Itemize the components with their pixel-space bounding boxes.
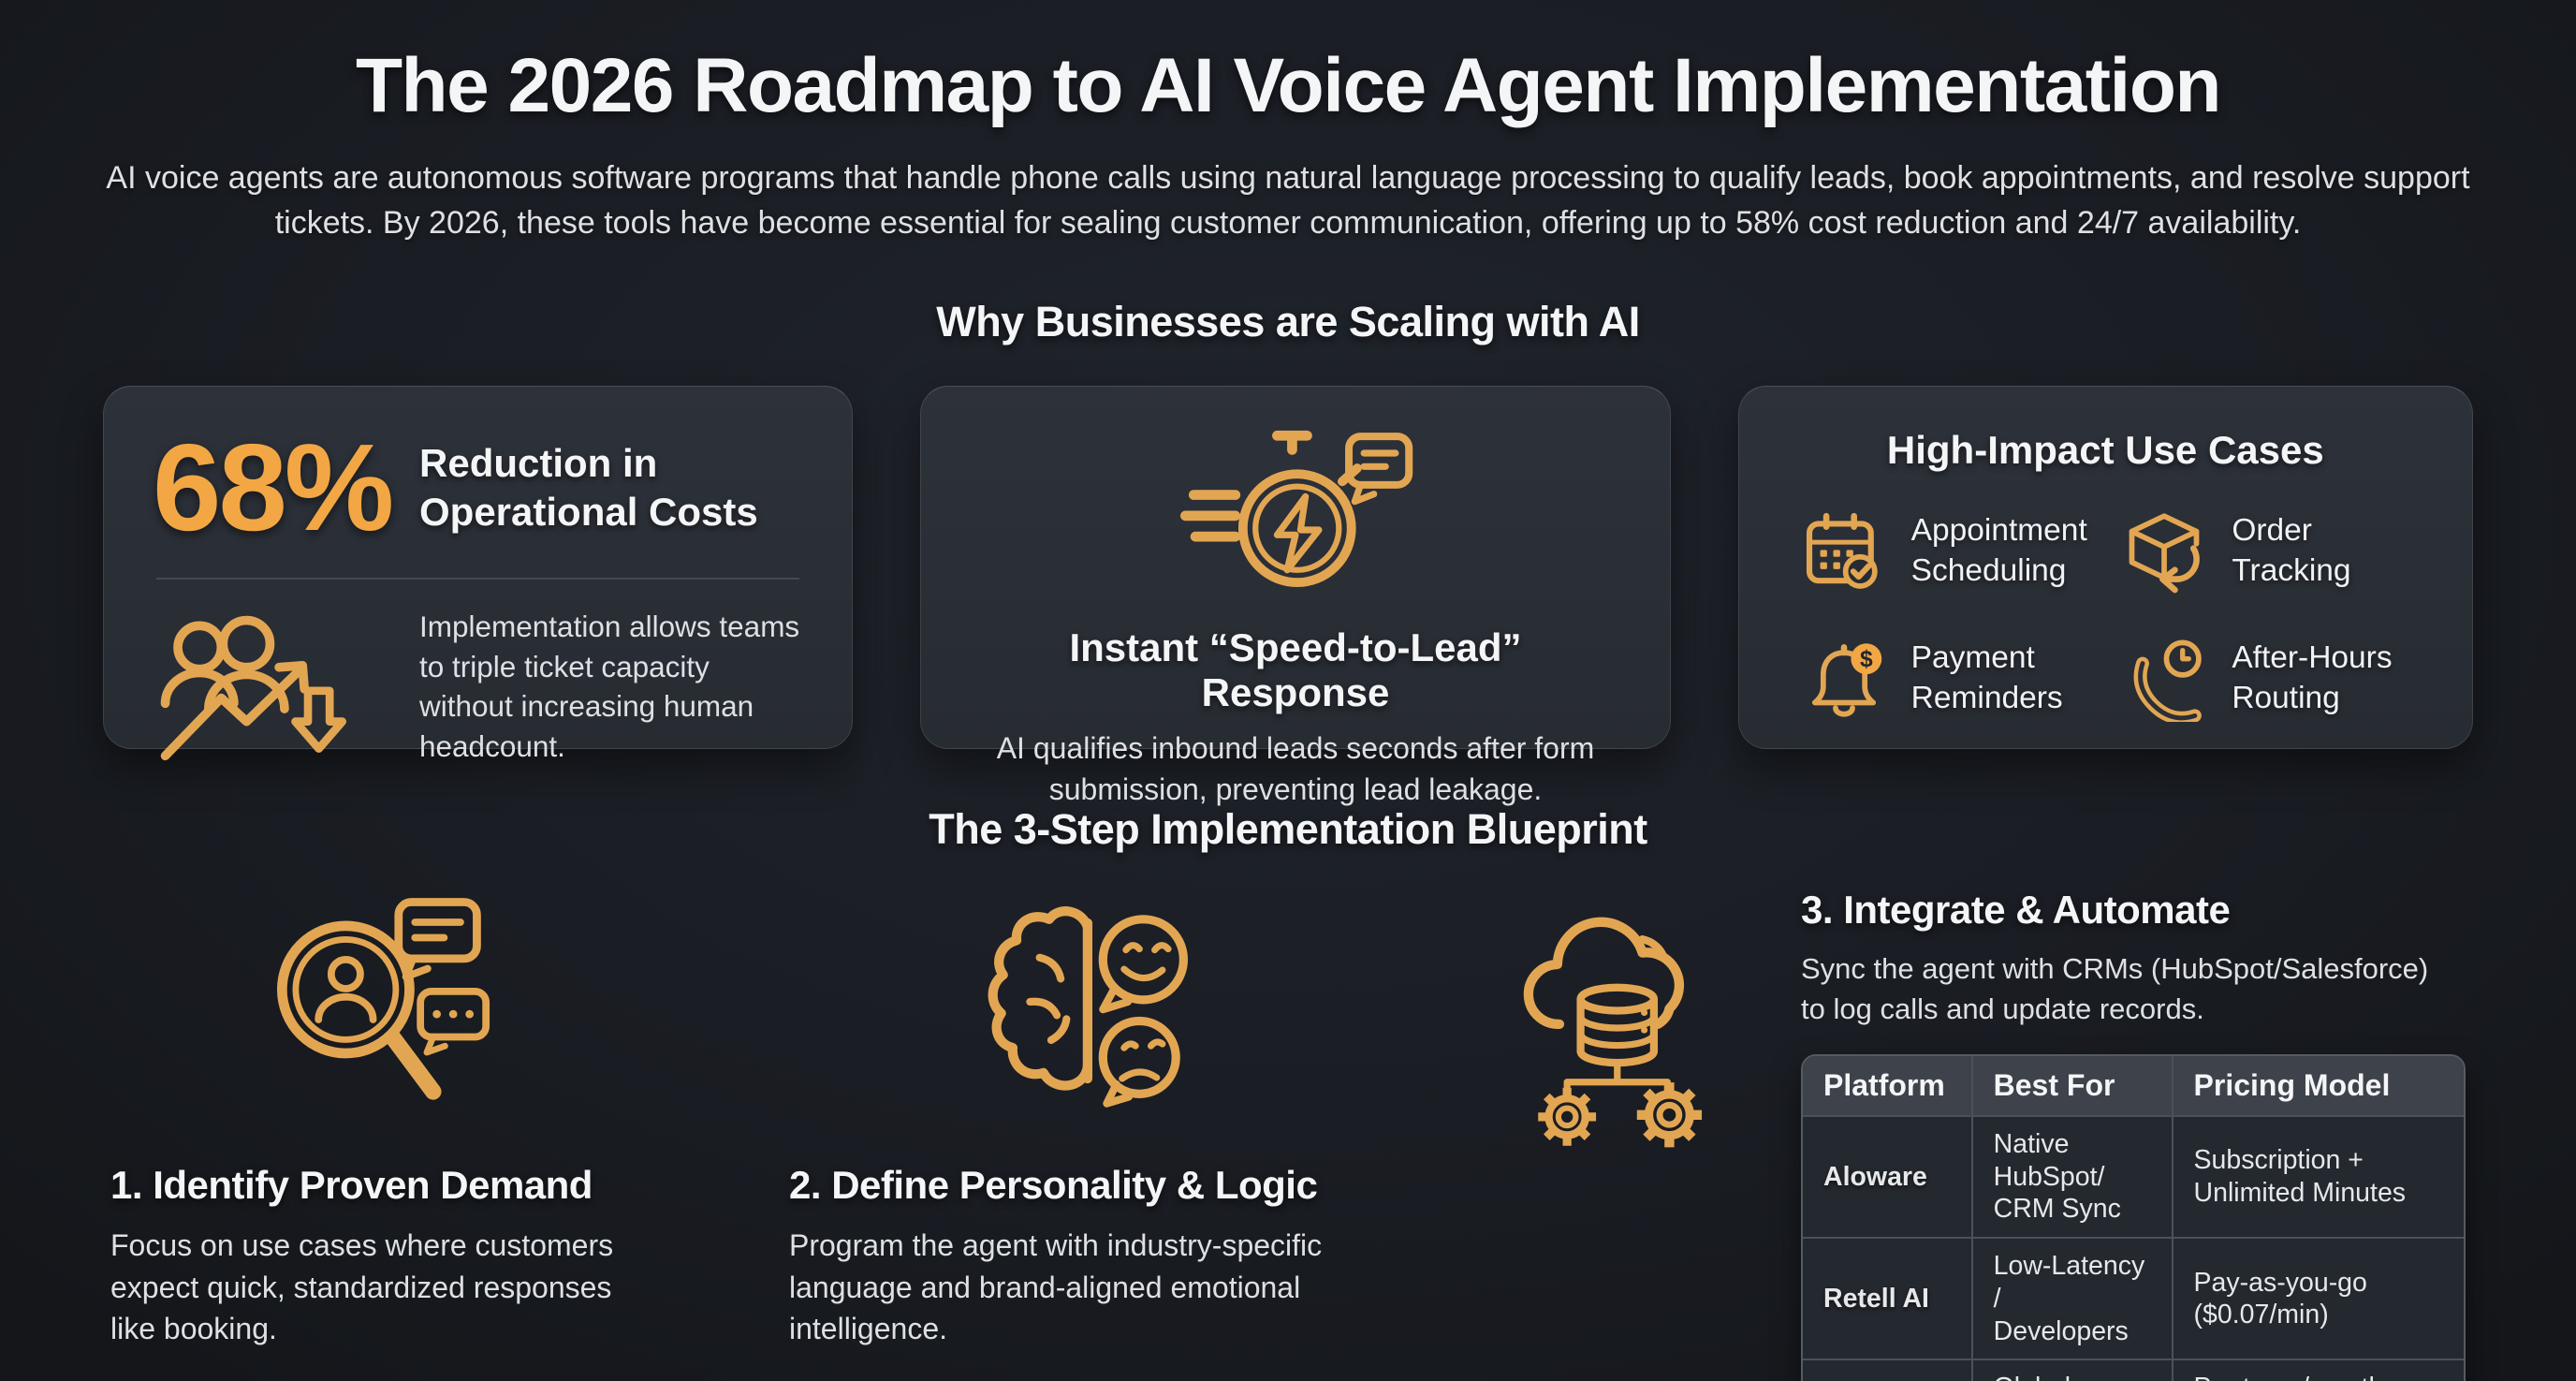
best-for-cell: Global Infrastructure xyxy=(1971,1359,2174,1381)
use-case-after-hours: After-Hours Routing xyxy=(2121,636,2410,723)
use-cases-grid: Appointment Scheduling Order Tracking xyxy=(1780,508,2431,723)
cloud-integration-icon xyxy=(1490,903,1760,1153)
card-divider xyxy=(156,578,800,580)
table-row: Retell AI Low-Latency / Developers Pay-a… xyxy=(1803,1237,2464,1360)
step-description: Sync the agent with CRMs (HubSpot/Salesf… xyxy=(1801,952,2429,1026)
step-identify-demand: 1. Identify Proven Demand Focus on use c… xyxy=(110,888,639,1348)
cost-card-title: Reduction in Operational Costs xyxy=(419,441,758,535)
column-header-platform: Platform xyxy=(1803,1055,1973,1116)
column-header-best-for: Best For xyxy=(1971,1055,2174,1116)
brain-emotions-icon xyxy=(789,888,1393,1120)
page-subtitle: AI voice agents are autonomous software … xyxy=(106,159,2470,242)
table-row: Aloware Native HubSpot/ CRM Sync Subscri… xyxy=(1803,1114,2464,1239)
use-case-label: After-Hours Routing xyxy=(2232,640,2393,716)
section-heading-blueprint: The 3-Step Implementation Blueprint xyxy=(929,805,1647,854)
table-header-row: Platform Best For Pricing Model xyxy=(1803,1055,2464,1116)
section-heading-scaling: Why Businesses are Scaling with AI xyxy=(936,298,1640,346)
pricing-cell: Per team/month ($350+) xyxy=(2172,1359,2464,1381)
cost-stat-row: 68% Reduction in Operational Costs xyxy=(153,426,803,550)
use-case-label: Appointment Scheduling xyxy=(1910,513,2087,589)
cost-detail-row: Implementation allows teams to triple ti… xyxy=(153,604,803,769)
card-cost-reduction: 68% Reduction in Operational Costs xyxy=(103,386,854,763)
platform-name: Retell AI xyxy=(1803,1237,1973,1360)
platform-name: CloudTalk xyxy=(1803,1359,1973,1381)
step-description: Focus on use cases where customers expec… xyxy=(110,1228,614,1345)
best-for-cell: Native HubSpot/ CRM Sync xyxy=(1971,1114,2174,1239)
step-title: 3. Integrate & Automate xyxy=(1801,888,2231,933)
team-growth-icon xyxy=(153,604,419,769)
search-user-icon xyxy=(110,888,639,1120)
column-header-pricing: Pricing Model xyxy=(2172,1055,2464,1116)
platform-name: Aloware xyxy=(1803,1114,1973,1239)
use-case-label: Order Tracking xyxy=(2232,513,2351,589)
speed-card-title: Instant “Speed-to-Lead” Response xyxy=(1069,625,1522,715)
step-integrate-automate: 3. Integrate & Automate Sync the agent w… xyxy=(1490,888,2466,1381)
use-case-payment: $ Payment Reminders xyxy=(1801,636,2090,722)
svg-text:$: $ xyxy=(1860,647,1873,672)
page-title: The 2026 Roadmap to AI Voice Agent Imple… xyxy=(355,43,2222,128)
header: The 2026 Roadmap to AI Voice Agent Imple… xyxy=(0,0,2576,245)
use-cases-title: High-Impact Use Cases xyxy=(1886,428,2324,473)
step-title: 2. Define Personality & Logic xyxy=(789,1163,1318,1208)
step3-content: 3. Integrate & Automate Sync the agent w… xyxy=(1801,888,2466,1381)
card-speed-to-lead: Instant “Speed-to-Lead” Response AI qual… xyxy=(920,386,1671,806)
platform-comparison-table: Platform Best For Pricing Model Aloware … xyxy=(1801,1053,2466,1381)
pricing-cell: Subscription + Unlimited Minutes xyxy=(2172,1114,2464,1239)
cost-card-description: Implementation allows teams to triple ti… xyxy=(419,609,800,764)
calendar-check-icon xyxy=(1801,508,1887,595)
step-define-personality: 2. Define Personality & Logic Program th… xyxy=(789,888,1393,1348)
table-row: CloudTalk Global Infrastructure Per team… xyxy=(1803,1359,2464,1381)
use-case-appointment: Appointment Scheduling xyxy=(1801,508,2090,595)
order-tracking-icon xyxy=(2121,508,2207,595)
phone-clock-icon xyxy=(2121,636,2207,723)
use-case-order-tracking: Order Tracking xyxy=(2121,508,2410,595)
card-use-cases: High-Impact Use Cases xyxy=(1737,386,2473,750)
pricing-cell: Pay-as-you-go ($0.07/min) xyxy=(2172,1237,2464,1360)
cost-stat-value: 68% xyxy=(153,419,394,557)
best-for-cell: Low-Latency / Developers xyxy=(1971,1237,2174,1360)
steps-row: 1. Identify Proven Demand Focus on use c… xyxy=(0,888,2576,1381)
use-case-label: Payment Reminders xyxy=(1910,640,2063,716)
payment-bell-icon: $ xyxy=(1801,636,1887,722)
step-title: 1. Identify Proven Demand xyxy=(110,1163,593,1208)
stopwatch-chat-icon xyxy=(1178,415,1413,607)
step-description: Program the agent with industry-specific… xyxy=(789,1228,1323,1345)
speed-card-description: AI qualifies inbound leads seconds after… xyxy=(996,731,1595,806)
benefit-cards-row: 68% Reduction in Operational Costs xyxy=(0,386,2576,806)
